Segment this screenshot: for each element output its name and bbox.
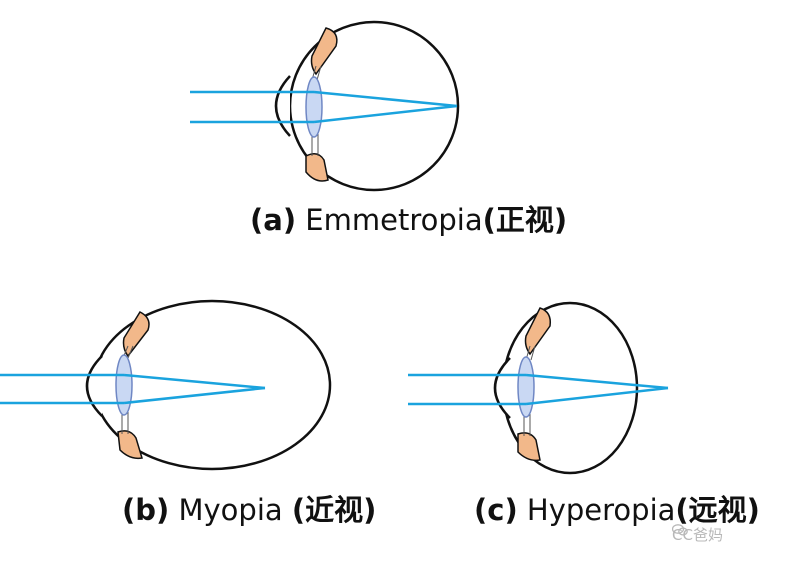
caption-name: Emmetropia [305, 203, 483, 237]
ciliary-muscle-upper [310, 27, 338, 76]
ciliary-muscle-upper [524, 307, 552, 356]
lens [305, 76, 323, 138]
refracted-ray-lower [123, 386, 266, 405]
watermark: CC爸妈 [672, 524, 723, 545]
caption-chinese: (正视) [482, 203, 568, 237]
refracted-ray-upper [525, 373, 669, 390]
eye-emmetropia [190, 20, 460, 192]
caption-emmetropia: (a) Emmetropia(正视) [250, 206, 567, 235]
refracted-ray-upper [313, 90, 458, 108]
caption-chinese: (近视) [291, 493, 377, 527]
ciliary-muscle-upper [122, 311, 150, 358]
caption-myopia: (b) Myopia (近视) [122, 496, 376, 525]
caption-tag: (c) [474, 493, 518, 527]
cornea-outline [274, 75, 291, 137]
zonule-upper-2 [316, 65, 322, 81]
watermark-text: CC爸妈 [672, 526, 723, 544]
wechat-official-icon [672, 524, 688, 536]
eye-myopia [0, 299, 332, 471]
eye-hyperopia [408, 301, 669, 475]
caption-hyperopia: (c) Hyperopia(远视) [474, 496, 760, 525]
zonule-upper-2 [530, 345, 536, 361]
caption-tag: (b) [122, 493, 170, 527]
cornea-outline [493, 357, 511, 419]
ciliary-muscle-lower [117, 430, 143, 460]
caption-chinese: (远视) [675, 493, 760, 527]
refracted-ray-upper [123, 373, 266, 390]
lens [517, 356, 535, 418]
ciliary-muscle-lower [517, 432, 541, 462]
caption-tag: (a) [250, 203, 297, 237]
caption-name: Myopia [178, 493, 283, 527]
zonule-upper-2 [127, 345, 134, 359]
refracted-ray-lower [313, 104, 458, 124]
lens [115, 354, 133, 416]
caption-name: Hyperopia [526, 493, 676, 527]
refracted-ray-lower [525, 386, 669, 406]
ciliary-muscle-lower [305, 153, 329, 182]
cornea-outline [85, 355, 103, 417]
